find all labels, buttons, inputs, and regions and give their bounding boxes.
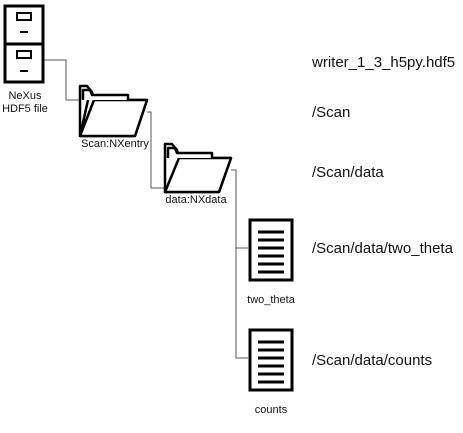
- counts-node-label: counts: [254, 404, 288, 416]
- open-folder-icon-data: [163, 142, 233, 194]
- two-theta-node-label: two_theta: [247, 294, 295, 306]
- data-node-label: data:NXdata: [165, 194, 227, 206]
- document-icon-counts: [248, 328, 294, 392]
- connector-file-entry: [44, 59, 80, 101]
- file-label-line1: NeXus: [8, 90, 42, 102]
- entry-node-label: Scan:NXentry: [81, 138, 149, 150]
- file-path-label: writer_1_3_h5py.hdf5: [312, 54, 456, 71]
- open-folder-icon-entry: [78, 84, 149, 138]
- file-cabinet-icon: [3, 4, 45, 84]
- connector-data-two-theta: [231, 169, 248, 249]
- file-node-label: NeXus HDF5 file: [0, 90, 50, 116]
- two-theta-path-label: /Scan/data/two_theta: [312, 240, 453, 257]
- connector-entry-data: [147, 111, 165, 189]
- connector-data-counts: [235, 248, 248, 359]
- tree-connectors: [44, 59, 248, 359]
- document-icon-two-theta: [248, 218, 294, 282]
- data-path-label: /Scan/data: [312, 164, 384, 181]
- file-label-line2: HDF5 file: [2, 103, 48, 115]
- entry-path-label: /Scan: [312, 104, 351, 121]
- counts-path-label: /Scan/data/counts: [312, 352, 433, 369]
